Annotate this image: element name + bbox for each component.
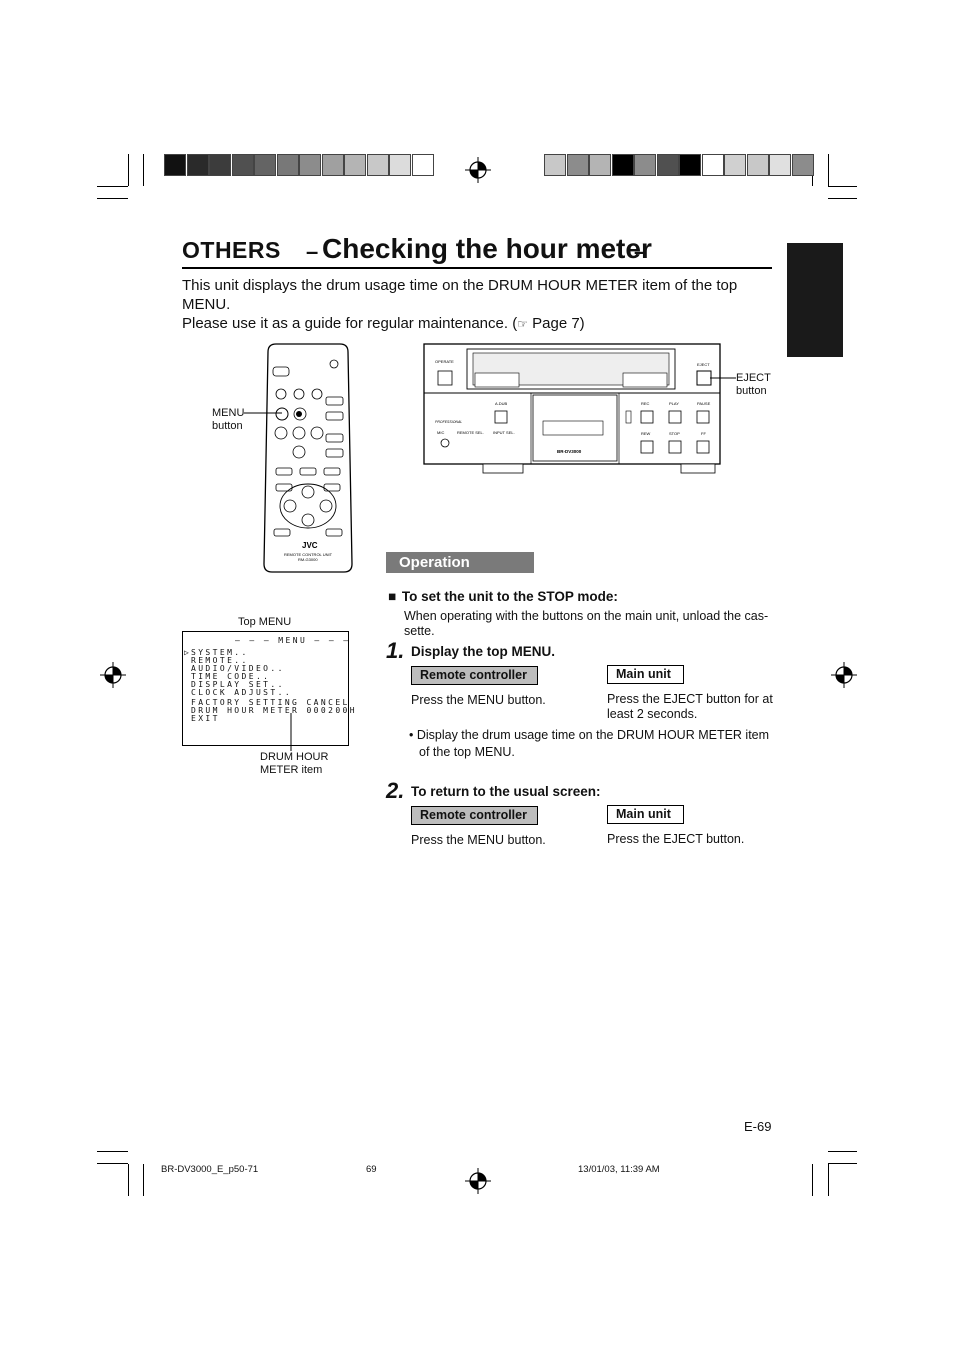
deck-adub-label: A.DUB (495, 401, 508, 406)
intro-paragraph: This unit displays the drum usage time o… (182, 276, 777, 334)
calibration-swatch (679, 154, 701, 176)
step-2-remote-label: Remote controller (411, 806, 538, 825)
stop-mode-heading: ■ To set the unit to the STOP mode: (388, 589, 618, 604)
top-menu-title: – – – MENU – – – (235, 636, 351, 645)
menu-callout-line (244, 412, 282, 414)
footer-timestamp: 13/01/03, 11:39 AM (578, 1164, 660, 1175)
menu-item-drum-hour-meter: DRUM HOUR METER 000200H (191, 706, 357, 715)
deck-eject-label: EJECT (697, 362, 710, 367)
calibration-swatch (231, 154, 254, 176)
menu-item: TIME CODE.. (191, 672, 271, 681)
registration-mark-left (100, 662, 126, 688)
calibration-swatch (791, 154, 814, 176)
deck-stop-label: STOP (669, 431, 680, 436)
footer-page: 69 (366, 1164, 377, 1175)
calibration-swatch (321, 154, 344, 176)
step-2-main-text: Press the EJECT button. (607, 832, 745, 846)
calibration-swatch (724, 154, 746, 176)
calibration-swatch (656, 154, 679, 176)
eject-button-callout: EJECT button (736, 372, 771, 397)
step-1-note: • Display the drum usage time on the DRU… (409, 728, 770, 759)
deck-operate-label: OPERATE (435, 359, 454, 364)
calibration-swatch (299, 154, 321, 176)
deck-play-label: PLAY (669, 401, 679, 406)
calibration-swatch (366, 154, 389, 176)
remote-brand: JVC (302, 541, 318, 550)
menu-item: DISPLAY SET.. (191, 680, 285, 689)
menu-item: AUDIO/VIDEO.. (191, 664, 285, 673)
step-2-heading: To return to the usual screen: (411, 784, 601, 799)
page-title: OTHERS – Checking the hour meter – (182, 233, 772, 269)
calibration-swatch (411, 154, 434, 176)
deck-rec-label: REC (641, 401, 650, 406)
calibration-swatch (186, 154, 209, 176)
step-2-number: 2. (386, 778, 405, 803)
step-1-number: 1. (386, 638, 405, 663)
calibration-swatch (746, 154, 769, 176)
eject-callout-line (710, 377, 736, 379)
intro-line-1: This unit displays the drum usage time o… (182, 277, 738, 313)
intro-line-2: Please use it as a guide for regular mai… (182, 315, 585, 332)
deck-remote-sel-label: REMOTE SEL. (457, 430, 484, 435)
calibration-swatch (209, 154, 231, 176)
operation-bar: Operation (386, 552, 534, 573)
step-1-main-text: Press the EJECT button for at least 2 se… (607, 692, 773, 721)
deck-pause-label: PAUSE (697, 401, 711, 406)
calibration-swatch (344, 154, 366, 176)
calibration-swatch (254, 154, 276, 176)
remote-controller-illustration: JVC REMOTE CONTROL UNIT RM-G3000 (263, 343, 353, 573)
drum-callout-line (290, 713, 292, 751)
deck-rew-label: REW (641, 431, 651, 436)
remote-caption: REMOTE CONTROL UNIT (284, 552, 333, 557)
calibration-swatch (769, 154, 791, 176)
calibration-swatch (276, 154, 299, 176)
calibration-swatch (544, 154, 566, 176)
step-2-remote-text: Press the MENU button. (411, 833, 546, 847)
step-1-remote-text: Press the MENU button. (411, 693, 546, 707)
calibration-swatch (566, 154, 589, 176)
step-1-heading: Display the top MENU. (411, 644, 556, 659)
title-dash-left: – (306, 239, 319, 264)
remote-model: RM-G3000 (298, 557, 318, 562)
deck-ff-label: FF (701, 431, 706, 436)
calibration-swatch (701, 154, 724, 176)
calibration-swatch (389, 154, 411, 176)
deck-input-sel-label: INPUT SEL. (493, 430, 515, 435)
menu-button-callout: MENU button (212, 407, 245, 432)
registration-mark-bottom (465, 1168, 491, 1194)
top-menu-screen: – – – MENU – – – ▷ SYSTEM.. REMOTE.. AUD… (182, 631, 355, 746)
menu-item: CLOCK ADJUST.. (191, 688, 293, 697)
section-side-tab (787, 243, 843, 357)
calibration-swatch (589, 154, 611, 176)
section-name: OTHERS (182, 237, 281, 263)
drum-hour-callout: DRUM HOUR METER item (260, 751, 329, 776)
menu-item: FACTORY SETTING CANCEL (191, 698, 350, 707)
top-menu-caption: Top MENU (238, 616, 292, 628)
registration-mark-top (465, 157, 491, 183)
deck-mic-label: MIC (437, 430, 444, 435)
title-dash-right: – (634, 239, 647, 264)
stop-mode-text: When operating with the buttons on the m… (404, 609, 769, 638)
calibration-swatch (164, 154, 186, 176)
step-2-main-label: Main unit (607, 805, 684, 824)
calibration-swatch (634, 154, 656, 176)
step-1-main-label: Main unit (607, 665, 684, 684)
menu-cursor-icon: ▷ (184, 648, 189, 657)
page-number: E-69 (744, 1119, 772, 1134)
registration-mark-right (831, 662, 857, 688)
step-1-remote-label: Remote controller (411, 666, 538, 685)
menu-item: SYSTEM.. (191, 648, 249, 657)
calibration-swatch (611, 154, 634, 176)
menu-item: REMOTE.. (191, 656, 249, 665)
deck-professional-label: PROFESSIONAL (435, 420, 462, 424)
main-unit-illustration: OPERATE EJECT A.DUB REC PLAY PAUSE REW S… (423, 343, 721, 474)
title-text: Checking the hour meter (322, 233, 652, 264)
footer-file: BR-DV3000_E_p50-71 (161, 1164, 259, 1175)
menu-item: EXIT (191, 714, 220, 723)
square-bullet-icon: ■ (388, 589, 397, 604)
deck-model-label: BR-DV3000 (557, 449, 582, 454)
page-reference-icon: ☞ (517, 317, 528, 331)
